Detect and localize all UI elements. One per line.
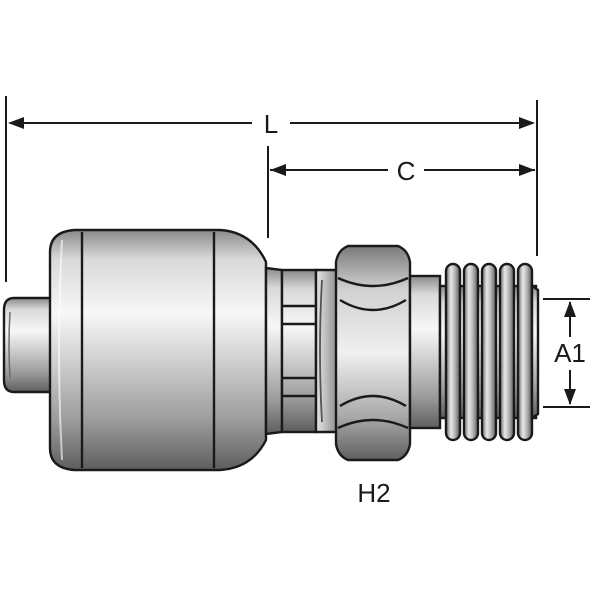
- thread-relief: [408, 274, 442, 430]
- arrow-right-icon: [519, 117, 535, 129]
- fitting-body: [2, 228, 540, 472]
- thread-crest: [462, 262, 480, 442]
- dimension-l-label: L: [264, 109, 278, 139]
- arrow-right-icon: [519, 164, 535, 176]
- hex-nut-upper-chamfer: [337, 276, 409, 288]
- thread-crest: [444, 262, 462, 442]
- thread-crest: [480, 262, 498, 442]
- neck-taper: [264, 266, 284, 436]
- dimension-a1: A1: [543, 298, 590, 408]
- hose-stem: [2, 296, 54, 394]
- thread-crest: [498, 262, 516, 442]
- swivel-transition-shading: [319, 279, 323, 423]
- nipple-collar: [280, 268, 318, 434]
- dimension-l: L: [8, 109, 535, 139]
- dimension-h2-label: H2: [357, 478, 390, 508]
- hex-nut-lower-flat: [339, 394, 407, 408]
- thread-crest: [516, 262, 534, 442]
- arrow-down-icon: [564, 389, 576, 405]
- dimension-a1-label: A1: [554, 338, 586, 368]
- ferrule-highlight: [58, 239, 63, 461]
- thread-end-chamfer: [530, 283, 540, 421]
- hex-nut: [334, 244, 412, 462]
- dimension-c: C: [270, 156, 535, 186]
- ferrule-socket: [48, 228, 268, 472]
- male-threads: [444, 262, 534, 442]
- hex-nut-lower-chamfer: [337, 418, 409, 430]
- arrow-left-icon: [270, 164, 286, 176]
- arrow-up-icon: [564, 301, 576, 317]
- dimension-c-label: C: [397, 156, 416, 186]
- hose-stem-shading: [8, 311, 11, 379]
- arrow-left-icon: [8, 117, 24, 129]
- hex-nut-upper-flat: [339, 298, 407, 312]
